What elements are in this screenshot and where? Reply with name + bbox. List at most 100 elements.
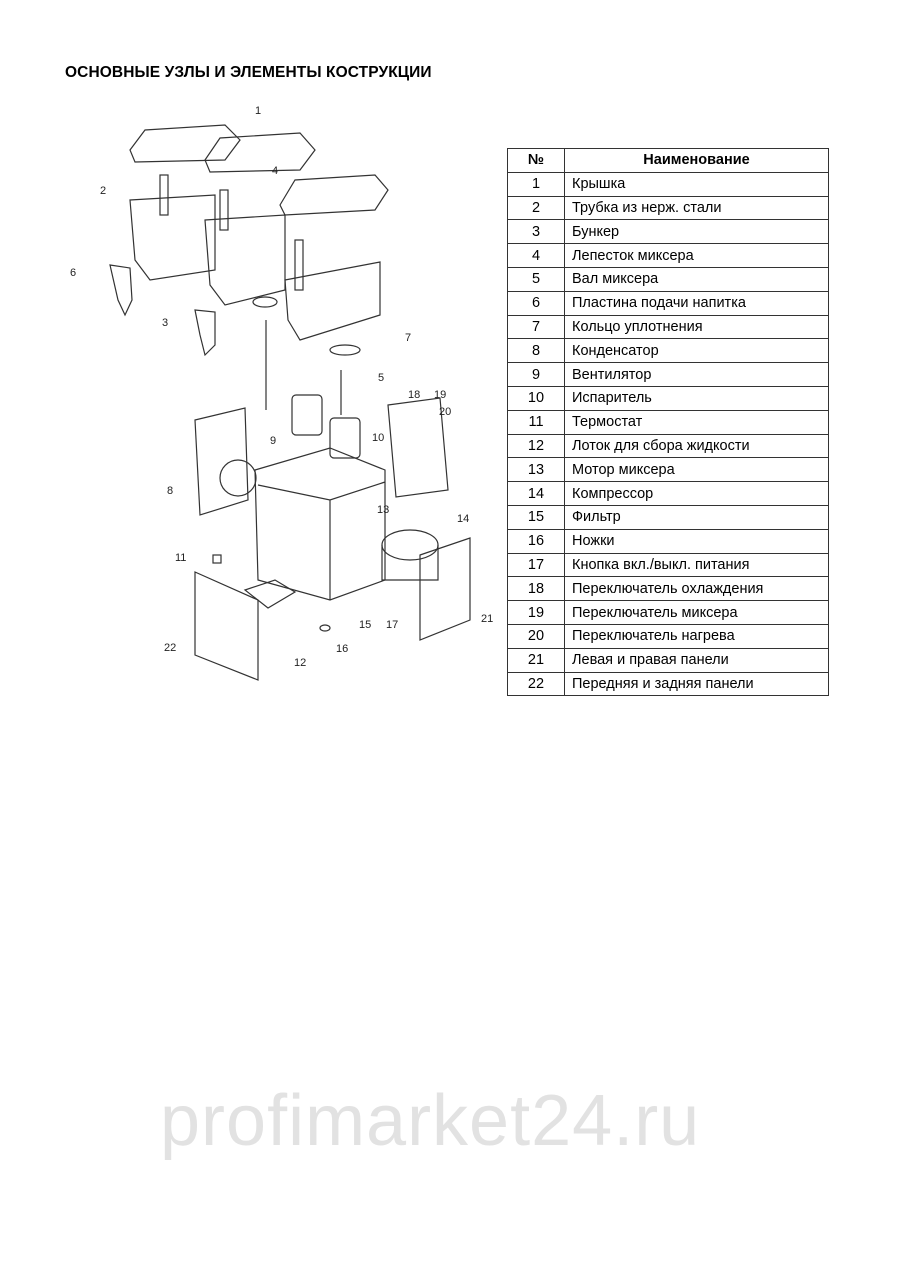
part-name: Переключатель охлаждения (564, 576, 829, 602)
callout: 2 (100, 185, 106, 197)
part-number: 6 (507, 290, 565, 316)
part-number: 15 (507, 504, 565, 530)
lid-3 (279, 174, 389, 216)
callout: 9 (270, 435, 276, 447)
part-name: Бункер (564, 219, 829, 245)
part-number: 9 (507, 362, 565, 387)
part-number: 19 (507, 600, 565, 625)
callout: 4 (272, 165, 278, 177)
part-number: 21 (507, 647, 565, 673)
callout: 7 (405, 332, 411, 344)
part-number: 1 (507, 171, 565, 197)
part-number: 22 (507, 671, 565, 697)
header-number: № (507, 148, 565, 173)
part-name: Ножки (564, 528, 829, 554)
part-name: Крышка (564, 171, 829, 197)
bunker-3 (284, 261, 381, 341)
callout: 14 (457, 513, 469, 525)
part-number: 20 (507, 623, 565, 649)
part-name: Лепесток миксера (564, 243, 829, 268)
part-name: Переключатель нагрева (564, 623, 829, 649)
part-number: 12 (507, 433, 565, 459)
part-name: Переключатель миксера (564, 600, 829, 625)
part-name: Испаритель (564, 385, 829, 411)
part-name: Вал миксера (564, 266, 829, 292)
part-name: Кнопка вкл./выкл. питания (564, 552, 829, 578)
part-number: 3 (507, 219, 565, 245)
part-number: 13 (507, 457, 565, 483)
callout: 16 (336, 643, 348, 655)
part-number: 11 (507, 409, 565, 435)
callout: 6 (70, 267, 76, 279)
part-name: Левая и правая панели (564, 647, 829, 673)
page-title: ОСНОВНЫЕ УЗЛЫ И ЭЛЕМЕНТЫ КОСТРУКЦИИ (65, 64, 432, 81)
exploded-diagram: 1 2 3 4 5 6 7 8 9 10 11 12 13 14 15 16 1… (70, 105, 493, 681)
condenser-8 (194, 407, 249, 516)
panel-22 (194, 571, 259, 681)
part-number: 5 (507, 266, 565, 292)
part-number: 10 (507, 385, 565, 411)
callout: 20 (439, 406, 451, 418)
callout: 17 (386, 619, 398, 631)
callout: 12 (294, 657, 306, 669)
part-name: Конденсатор (564, 338, 829, 364)
frame (254, 447, 386, 601)
bunker-2 (204, 214, 286, 306)
part-name: Трубка из нерж. стали (564, 195, 829, 221)
part-name: Термостат (564, 409, 829, 435)
callout-labels: 1 2 3 4 5 6 7 8 9 10 11 12 13 14 15 16 1… (70, 105, 493, 669)
part-name: Компрессор (564, 481, 829, 506)
watermark: profimarket24.ru (160, 1081, 701, 1161)
callout: 5 (378, 372, 384, 384)
part-name: Кольцо уплотнения (564, 314, 829, 340)
bunker-1 (129, 194, 216, 281)
callout: 8 (167, 485, 173, 497)
callout: 3 (162, 317, 168, 329)
part-number: 14 (507, 481, 565, 506)
part-number: 17 (507, 552, 565, 578)
panel-18 (387, 397, 449, 498)
part-number: 7 (507, 314, 565, 340)
callout: 15 (359, 619, 371, 631)
part-name: Лоток для сбора жидкости (564, 433, 829, 459)
part-name: Вентилятор (564, 362, 829, 387)
callout: 13 (377, 504, 389, 516)
part-name: Передняя и задняя панели (564, 671, 829, 697)
callout: 21 (481, 613, 493, 625)
part-name: Мотор миксера (564, 457, 829, 483)
part-number: 4 (507, 243, 565, 268)
lid-1 (129, 124, 241, 163)
part-number: 16 (507, 528, 565, 554)
callout: 10 (372, 432, 384, 444)
part-number: 8 (507, 338, 565, 364)
callout: 18 (408, 389, 420, 401)
tray-12 (243, 579, 297, 609)
callout: 11 (175, 552, 186, 564)
callout: 1 (255, 105, 261, 117)
lid-2 (204, 132, 316, 173)
part-name: Фильтр (564, 504, 829, 530)
